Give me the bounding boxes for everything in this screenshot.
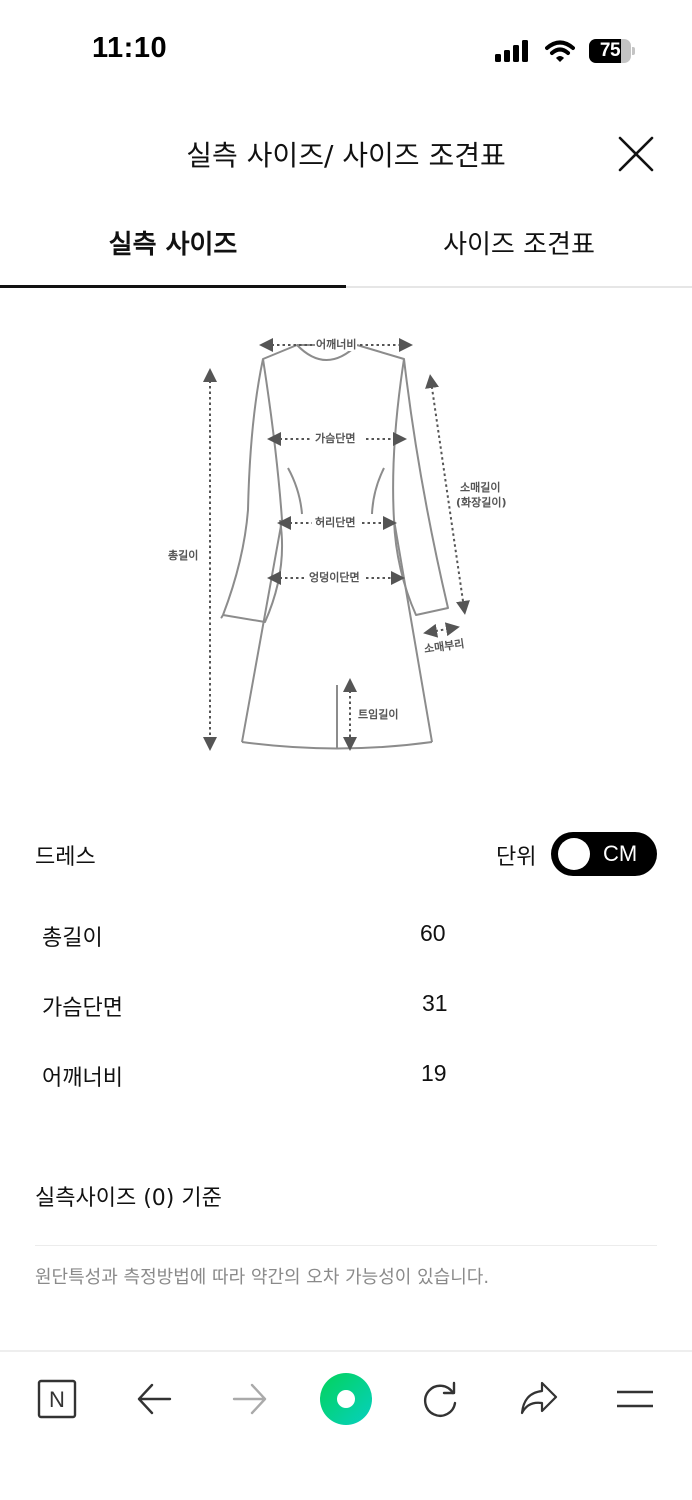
product-name: 드레스 <box>35 845 96 870</box>
row-label: 가슴단면 <box>42 996 123 1021</box>
label-slit-length: 트임길이 <box>358 708 399 721</box>
page-title: 실측 사이즈/ 사이즈 조견표 <box>186 139 506 172</box>
close-icon <box>618 136 654 172</box>
toggle-knob <box>558 838 590 870</box>
unit-label: 단위 <box>496 845 537 870</box>
share-icon <box>520 1381 558 1415</box>
refresh-icon <box>423 1381 457 1417</box>
cellular-signal-icon <box>495 40 528 62</box>
browser-bottom-bar: N <box>0 1350 692 1500</box>
unit-toggle[interactable]: CM <box>551 832 657 876</box>
naver-home-button[interactable]: N <box>32 1374 82 1424</box>
naver-green-dot-icon <box>320 1373 372 1425</box>
wifi-icon <box>545 40 575 62</box>
naver-home-icon: N <box>37 1379 77 1419</box>
table-row: 어깨너비 19 <box>0 1040 692 1110</box>
row-value: 31 <box>422 990 448 1016</box>
tab-bar: 실측 사이즈 사이즈 조견표 <box>0 210 692 288</box>
modal-header: 실측 사이즈/ 사이즈 조견표 <box>0 110 692 200</box>
forward-arrow-icon <box>232 1383 267 1415</box>
dress-outline-illustration <box>203 338 470 751</box>
forward-button[interactable] <box>225 1374 275 1424</box>
row-label: 어깨너비 <box>42 1066 123 1091</box>
close-button[interactable] <box>612 130 658 176</box>
battery-level: 75 <box>599 40 621 61</box>
size-table: 총길이 60 가슴단면 31 어깨너비 19 <box>0 900 692 1110</box>
row-value: 60 <box>420 920 446 946</box>
battery-indicator: 75 <box>589 39 635 63</box>
label-sleeve-length: 소매길이 <box>460 481 501 494</box>
label-chest: 가슴단면 <box>315 432 356 445</box>
row-label: 총길이 <box>42 926 103 951</box>
label-total-length: 총길이 <box>168 549 199 562</box>
label-waist: 허리단면 <box>315 516 356 529</box>
row-value: 19 <box>421 1060 447 1086</box>
status-icons: 75 <box>495 38 635 64</box>
label-sleeve-length-sub: (화장길이) <box>456 496 507 509</box>
unit-value: CM <box>603 841 638 866</box>
label-hip: 엉덩이단면 <box>309 571 360 584</box>
measurement-note: 원단특성과 측정방법에 따라 약간의 오차 가능성이 있습니다. <box>35 1267 490 1288</box>
svg-text:N: N <box>49 1387 65 1412</box>
status-time: 11:10 <box>92 32 168 64</box>
refresh-button[interactable] <box>416 1374 466 1424</box>
status-bar: 11:10 75 <box>0 0 692 100</box>
size-basis-text: 실측사이즈 (0) 기준 <box>35 1186 222 1211</box>
back-button[interactable] <box>129 1374 179 1424</box>
table-row: 가슴단면 31 <box>0 970 692 1040</box>
table-row: 총길이 60 <box>0 900 692 970</box>
share-button[interactable] <box>514 1374 564 1424</box>
divider <box>35 1245 657 1246</box>
dress-measurement-diagram: 어깨너비 가슴단면 허리단면 엉덩이단면 총길이 소매길이 (화장길이) 소매부… <box>160 330 520 760</box>
tab-size-chart[interactable]: 사이즈 조견표 <box>443 230 595 260</box>
label-shoulder-width: 어깨너비 <box>315 338 358 351</box>
menu-button[interactable] <box>610 1374 660 1424</box>
menu-icon <box>617 1390 653 1408</box>
tab-measured-size[interactable]: 실측 사이즈 <box>0 210 346 288</box>
naver-green-dot-button[interactable] <box>318 1371 374 1427</box>
back-arrow-icon <box>137 1383 172 1415</box>
size-header: 드레스 단위 CM <box>0 830 692 876</box>
